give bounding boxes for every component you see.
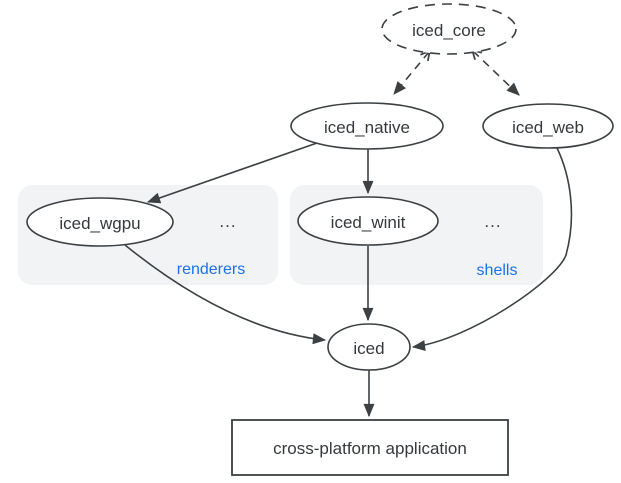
iced-wgpu-label: iced_wgpu bbox=[59, 214, 140, 233]
edges bbox=[124, 49, 573, 418]
iced-label: iced bbox=[353, 339, 384, 358]
iced-wgpu-ellipse bbox=[26, 197, 174, 247]
edge-native-to-wgpu bbox=[146, 142, 318, 204]
edge-web-to-iced bbox=[411, 147, 573, 351]
application-label: cross-platform application bbox=[273, 439, 467, 458]
node-iced-web: iced_web bbox=[482, 103, 614, 149]
node-application: cross-platform application bbox=[231, 419, 509, 476]
iced-core-label: iced_core bbox=[412, 21, 486, 40]
application-rect bbox=[231, 419, 509, 476]
node-iced-winit: iced_winit bbox=[297, 196, 439, 246]
iced-web-label: iced_web bbox=[512, 118, 584, 137]
iced-core-ellipse bbox=[381, 3, 517, 55]
node-iced-wgpu: iced_wgpu bbox=[26, 197, 174, 247]
node-iced: iced bbox=[327, 323, 411, 371]
iced-winit-ellipse bbox=[297, 196, 439, 246]
shells-ellipsis: ... bbox=[484, 212, 501, 231]
iced-native-ellipse bbox=[290, 102, 444, 150]
renderers-group-label: renderers bbox=[177, 261, 245, 278]
edge-core-to-native bbox=[393, 49, 431, 95]
shells-group-label: shells bbox=[477, 262, 518, 279]
node-iced-native: iced_native bbox=[290, 102, 444, 150]
node-iced-core: iced_core bbox=[381, 3, 517, 55]
renderers-ellipsis: ... bbox=[219, 212, 236, 231]
iced-native-label: iced_native bbox=[324, 118, 410, 137]
iced-ellipse bbox=[327, 323, 411, 371]
edge-core-to-web bbox=[470, 49, 520, 96]
iced-web-ellipse bbox=[482, 103, 614, 149]
iced-winit-label: iced_winit bbox=[331, 213, 406, 232]
edge-wgpu-to-iced bbox=[124, 244, 327, 345]
